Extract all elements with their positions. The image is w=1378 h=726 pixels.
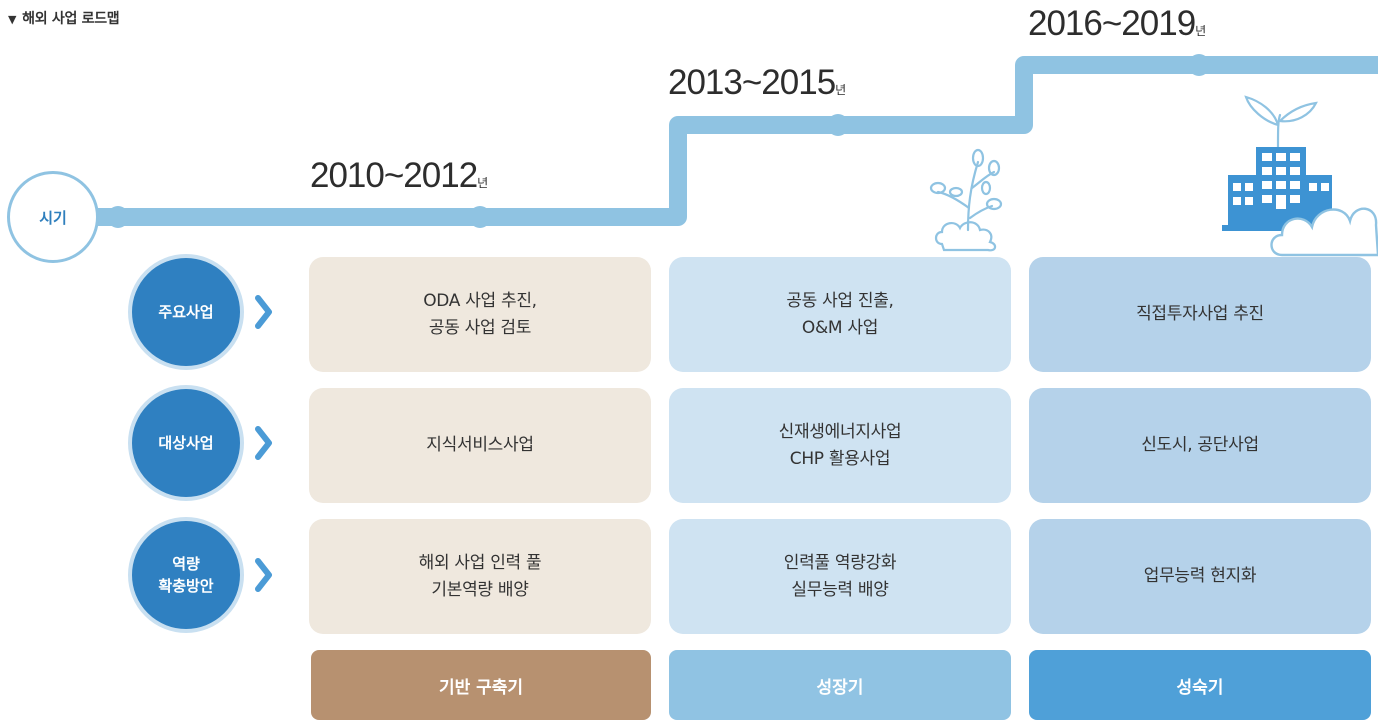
- diagram-title: ▼ 해외 사업 로드맵: [8, 8, 120, 28]
- stage-growth: 성장기: [669, 650, 1011, 720]
- period-1-range: 2010~2012: [310, 156, 478, 195]
- cell-capacity-2016: 업무능력 현지화: [1029, 519, 1371, 634]
- cell-line: O&M 사업: [801, 317, 879, 338]
- era-label-text: 시기: [39, 208, 67, 227]
- cell-line: 실무능력 배양: [791, 579, 889, 600]
- timeline-node: [107, 206, 129, 228]
- cell-line: 직접투자사업 추진: [1136, 304, 1264, 325]
- stage-maturity: 성숙기: [1029, 650, 1371, 720]
- timeline-stairs: [96, 54, 1378, 228]
- timeline-line: [96, 56, 1378, 226]
- cell-line: 공동 사업 검토: [428, 317, 532, 338]
- period-2-range: 2013~2015: [668, 63, 836, 102]
- period-3-range: 2016~2019: [1028, 4, 1196, 43]
- cell-line: 신도시, 공단사업: [1141, 435, 1259, 456]
- sprout-cloud-icon: [929, 148, 1003, 252]
- triangle-marker: ▼: [8, 13, 17, 26]
- timeline-node: [1188, 54, 1210, 76]
- cell-target-2013: 신재생에너지사업 CHP 활용사업: [669, 388, 1011, 503]
- period-2: 2013~2015년: [668, 65, 846, 100]
- period-3: 2016~2019년: [1028, 6, 1206, 41]
- chevron-right-icon: [255, 295, 272, 329]
- cell-target-2016: 신도시, 공단사업: [1029, 388, 1371, 503]
- timeline-node: [827, 114, 849, 136]
- row-1-label: 주요사업: [158, 302, 214, 321]
- stage-1-label: 기반 구축기: [438, 677, 524, 698]
- era-label-circle: 시기: [7, 171, 99, 263]
- timeline-node: [469, 206, 491, 228]
- row-label-target-business: 대상사업: [128, 385, 244, 501]
- chevron-right-icon: [255, 426, 272, 460]
- cell-target-2010: 지식서비스사업: [309, 388, 651, 503]
- building-sprout-cloud-icon: [1222, 95, 1378, 257]
- period-3-unit: 년: [1195, 24, 1207, 38]
- stage-2-label: 성장기: [816, 677, 864, 698]
- cell-main-2010: ODA 사업 추진, 공동 사업 검토: [309, 257, 651, 372]
- cell-line: 신재생에너지사업: [778, 422, 902, 443]
- row-3-label-line2: 확충방안: [158, 577, 214, 595]
- title-text: 해외 사업 로드맵: [22, 11, 120, 27]
- cell-line: 인력풀 역량강화: [783, 553, 897, 574]
- chevron-right-icon: [255, 558, 272, 592]
- cell-line: CHP 활용사업: [789, 448, 891, 469]
- period-2-unit: 년: [835, 83, 847, 97]
- row-2-label: 대상사업: [158, 433, 214, 452]
- cell-line: 해외 사업 인력 풀: [418, 553, 542, 574]
- row-3-label-line1: 역량: [172, 554, 200, 573]
- row-label-main-business: 주요사업: [128, 254, 244, 370]
- period-1: 2010~2012년: [310, 158, 488, 193]
- building-left: [1228, 175, 1258, 227]
- cell-line: 기본역량 배양: [431, 579, 529, 600]
- cell-main-2013: 공동 사업 진출, O&M 사업: [669, 257, 1011, 372]
- cell-line: 지식서비스사업: [426, 435, 534, 456]
- cell-line: 업무능력 현지화: [1143, 566, 1257, 587]
- cell-line: 공동 사업 진출,: [786, 291, 894, 312]
- stage-foundation: 기반 구축기: [311, 650, 651, 720]
- stage-3-label: 성숙기: [1176, 677, 1224, 698]
- cloud-shape: [1270, 207, 1378, 257]
- cell-main-2016: 직접투자사업 추진: [1029, 257, 1371, 372]
- cell-line: ODA 사업 추진,: [423, 291, 537, 312]
- period-1-unit: 년: [477, 176, 489, 190]
